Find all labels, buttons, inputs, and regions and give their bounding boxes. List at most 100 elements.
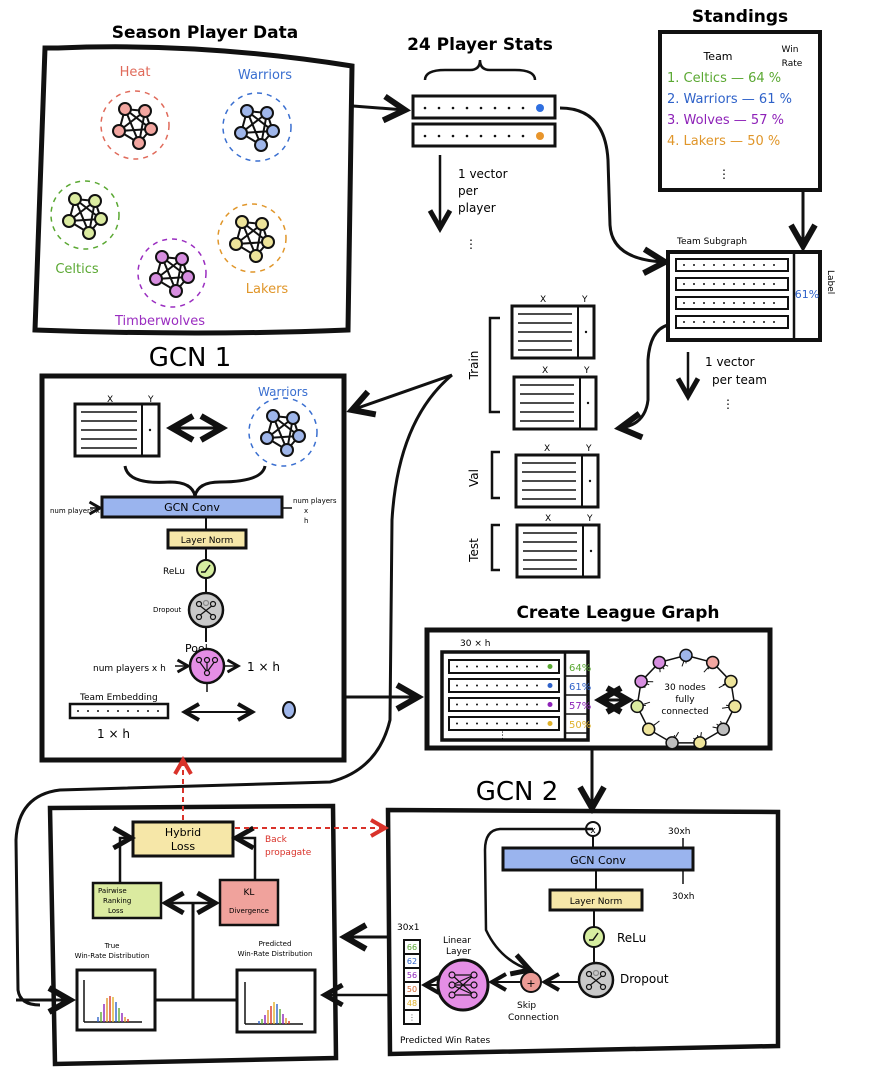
warriors-cluster [248,397,318,467]
train-bracket [488,316,500,414]
gcn1-relu-label: ReLu [163,567,185,577]
team-cluster-heat: Heat [100,65,170,160]
player-node [132,136,146,150]
vector-dot [743,264,745,266]
team-cluster-celtics: Celtics [50,180,120,277]
player-node [181,270,195,284]
vector-dot [773,283,775,285]
vector-dot [733,302,735,304]
league-team-node [716,722,731,736]
vector-dot [476,684,478,687]
gcn1-out-dim-2: x [304,507,308,515]
arrow-season-to-stats [352,106,405,110]
vector-dot [516,684,518,687]
vector-dot [753,321,755,323]
embedding-dot [127,710,129,712]
stat-dot [423,134,427,138]
gcn1-team-label: Warriors [258,385,308,399]
standings-panel: Standings Team Win Rate 1. Celtics — 64 … [658,7,822,192]
player-stats-panel: 24 Player Stats 1 vector per player ⋮ [407,35,557,251]
player-ellipsis: ⋮ [465,237,477,251]
vector-dot [496,703,498,706]
team-embedding-title: Team Embedding [79,693,158,703]
league-rows: 64%61%57%50%⋮ [448,659,591,741]
league-rate: 57% [569,701,591,712]
gcn1-layer-norm-block [166,528,248,550]
team-player-vector [675,296,789,310]
vector-dot [713,283,715,285]
player-node [94,212,108,226]
skip-connection-line [483,827,593,970]
skip-add-icon [520,971,542,993]
gcn1-box [39,373,347,763]
gcn1-warriors-graph [248,397,318,467]
cluster-boundary [137,238,207,308]
vector-dot [486,722,488,725]
stat-dot [479,106,483,110]
vector-dot [693,302,695,304]
split-val-label: Val [467,469,481,487]
cluster-boundary [100,90,170,160]
true-dist-histogram [83,980,142,1023]
vector-dot [536,665,538,668]
team-label: Timberwolves [114,314,205,329]
league-team-node [705,655,720,670]
embedding-dot [97,710,99,712]
player-vector-1 [411,94,557,120]
gcn1-dropout-label: Dropout [153,606,182,614]
gcn1-conv-label: GCN Conv [164,501,220,514]
player-vector-2 [411,122,557,148]
standings-box [658,30,822,192]
vector-dot [723,264,725,266]
league-graph-line3: connected [661,707,708,717]
stat-dot [493,106,497,110]
league-dim: 30 × h [460,639,490,649]
standings-row: 1. Celtics — 64 % [667,71,781,86]
loss-box [47,803,339,1067]
player-node [266,409,280,423]
team-note-line1: 1 vector [705,355,755,369]
player-node [280,443,294,457]
predicted-value: 48 [407,999,417,1008]
hybrid-loss-label-1: Hybrid [165,826,201,839]
embedding-dot [157,710,159,712]
league-ellipsis: ⋮ [498,731,507,741]
vector-dot [486,665,488,668]
true-dist-label-2: Win-Rate Distribution [75,952,150,960]
dropout-network-glyph [195,599,217,621]
vector-dot [693,321,695,323]
player-stats-title: 24 Player Stats [407,35,553,55]
vector-dot [753,283,755,285]
val-bracket [490,450,500,500]
gcn2-relu-label: ReLu [617,931,646,945]
gcn2-in-dim: 30xh [668,827,690,837]
stats-dots [423,106,525,138]
league-team-node [679,648,693,663]
stat-dot [437,106,441,110]
league-team-node [641,722,656,736]
cluster-boundary [248,397,318,467]
player-node [62,214,76,228]
vector-dot [516,703,518,706]
player-node [286,411,300,425]
player-node [169,284,183,298]
league-graph-line1: 30 nodes [664,683,706,693]
vector-dot [516,665,518,668]
split-label-dot [588,479,592,483]
standings-row: 2. Warriors — 61 % [667,92,792,107]
vector-dot [743,283,745,285]
vector-dot [683,283,685,285]
split-y-label: Y [586,514,593,524]
pairwise-label-1: Pairwise [98,887,127,895]
player-node [144,122,158,136]
player-node [254,138,268,152]
loss-panel: Hybrid Loss Pairwise Ranking Loss KL Div… [47,760,385,1067]
team-ellipsis: ⋮ [722,397,734,411]
vector-dot [773,302,775,304]
linear-label-1: Linear [443,936,471,946]
team-cluster-warriors: Warriors [222,68,292,162]
split-x-label: X [540,295,546,305]
kl-label-2: Divergence [229,907,269,915]
